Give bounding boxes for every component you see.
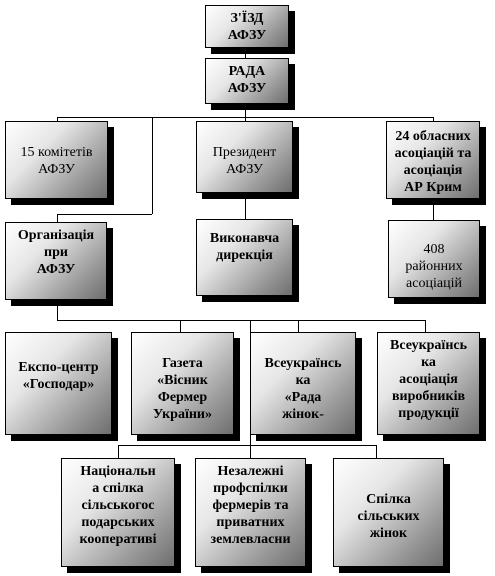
connector	[298, 320, 299, 332]
oblast-associations-label: 24 обласних асоціацій та асоціація АР Кр…	[394, 129, 472, 195]
rural-women-label: Спілка сільських жінок	[357, 492, 420, 541]
connector	[245, 104, 246, 117]
connector	[433, 117, 434, 121]
connector	[118, 445, 376, 446]
unions-label: Незалежні профспілки фермерів та приватн…	[210, 464, 291, 547]
expo-label: Експо-центр «Господар»	[18, 360, 99, 392]
women-council-label: Всеукраїнсь ка «Рада жінок-	[264, 356, 342, 422]
connector	[250, 445, 251, 458]
connector	[57, 320, 425, 321]
connector	[245, 48, 246, 58]
congress-box: З'ЇЗД АФЗУ	[205, 5, 289, 48]
newspaper-label: Газета «Вісник Фермер України»	[152, 356, 212, 422]
expo-box: Експо-центр «Господар»	[5, 332, 112, 435]
unions-box: Незалежні профспілки фермерів та приватн…	[195, 458, 306, 567]
council-label: РАДА АФЗУ	[227, 64, 267, 96]
president-box: Президент АФЗУ	[196, 121, 293, 193]
executive-box: Виконавча дирекція	[196, 219, 293, 296]
producers-label: Всеукраїнсь ка асоціація виробників прод…	[389, 338, 467, 421]
connector	[57, 117, 58, 121]
connector	[118, 445, 119, 458]
oblast-associations-box: 24 обласних асоціацій та асоціація АР Кр…	[386, 121, 480, 199]
connector	[433, 199, 434, 220]
rural-women-box: Спілка сільських жінок	[333, 458, 444, 567]
connector	[57, 300, 58, 320]
council-box: РАДА АФЗУ	[205, 58, 289, 104]
organizations-label: Організація при АФЗУ	[17, 228, 95, 277]
executive-label: Виконавча дирекція	[209, 231, 280, 263]
district-associations-label: 408 районних асоціацій	[405, 242, 463, 291]
connector	[180, 320, 181, 332]
committees-box: 15 комітетів АФЗУ	[5, 121, 108, 199]
congress-label: З'ЇЗД АФЗУ	[227, 11, 267, 43]
organizations-box: Організація при АФЗУ	[5, 222, 107, 300]
cooperatives-box: Національн а спілка сільськогос подарськ…	[61, 458, 175, 567]
connector	[152, 117, 153, 214]
connector	[57, 214, 58, 222]
president-label: Президент АФЗУ	[212, 145, 277, 177]
connector	[376, 445, 377, 458]
committees-label: 15 комітетів АФЗУ	[20, 145, 93, 177]
women-council-box: Всеукраїнсь ка «Рада жінок-	[250, 332, 356, 435]
district-associations-box: 408 районних асоціацій	[388, 220, 480, 298]
newspaper-box: Газета «Вісник Фермер України»	[131, 332, 234, 435]
producers-box: Всеукраїнсь ка асоціація виробників прод…	[377, 332, 480, 435]
connector	[245, 117, 246, 121]
connector	[425, 320, 426, 332]
connector	[245, 193, 246, 219]
cooperatives-label: Національн а спілка сільськогос подарськ…	[79, 464, 157, 547]
connector	[57, 214, 152, 215]
